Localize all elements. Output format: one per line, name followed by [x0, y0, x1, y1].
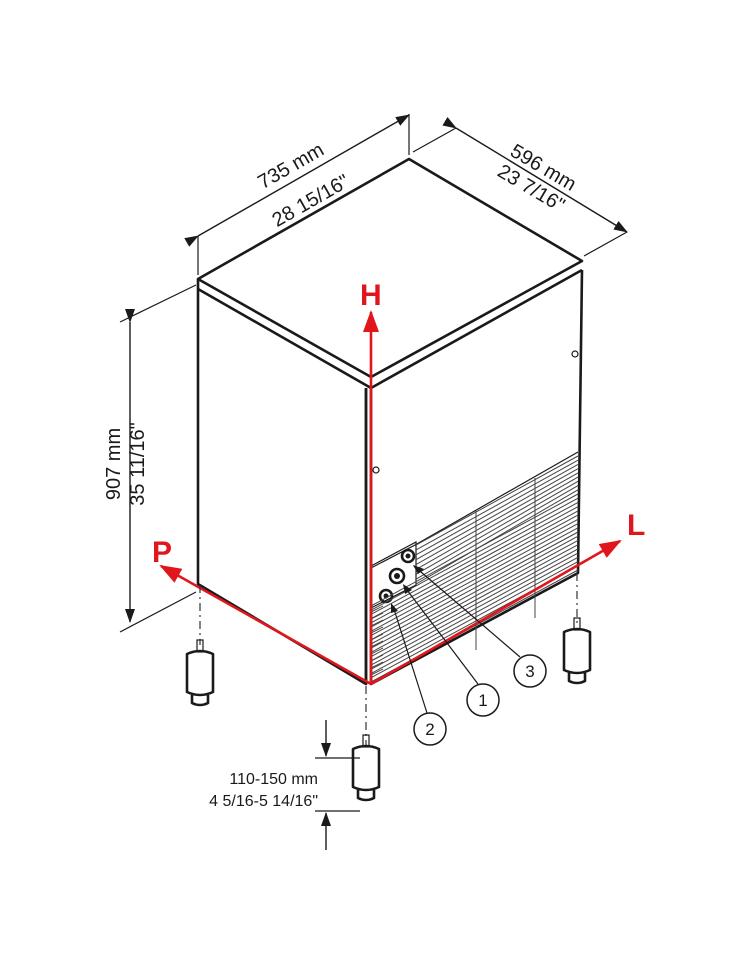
grille-louver [415, 459, 579, 551]
callout-1-label: 1 [478, 691, 487, 710]
connection-panel [370, 541, 417, 609]
callout-1-circle [466, 683, 500, 717]
callout-2-label: 2 [425, 720, 434, 739]
height-inch-label: 35 11/16" [127, 422, 149, 505]
grille-louver [370, 556, 579, 670]
grille-louver [370, 514, 579, 628]
axis-l-label: L [627, 509, 645, 542]
grille-louver [370, 612, 384, 620]
cabinet [196, 157, 584, 686]
grille-louver [370, 527, 579, 641]
screw-hole-right [571, 350, 579, 358]
cabinet-left-face [196, 279, 368, 686]
dimension-feet: 110-150 mm 4 5/16-5 14/16" [209, 720, 360, 850]
grille-louver [370, 647, 384, 655]
grille-louver [370, 668, 384, 676]
grille-louver [415, 455, 579, 546]
connector-3 [400, 548, 416, 564]
axis-p-arrow [159, 564, 372, 686]
height-mm-label: 907 mm [103, 428, 125, 500]
axis-p-label: P [152, 536, 172, 569]
connector-3-inner [405, 553, 411, 559]
grille-louver [415, 464, 579, 556]
foot-right [562, 617, 592, 685]
callout-3-circle [513, 654, 547, 688]
callout-2-circle [413, 712, 447, 746]
grille-louver [370, 535, 579, 649]
screw-hole-front [372, 466, 380, 474]
feet-mm-label: 110-150 mm [229, 771, 318, 788]
grille-louver [370, 531, 579, 645]
grille-louver [370, 626, 384, 634]
foot-front [351, 734, 381, 802]
grille-louver [415, 472, 579, 565]
grille-louver [370, 510, 579, 624]
grille-louver [370, 654, 384, 662]
grille-louver [370, 523, 579, 636]
grille-left-louvers [370, 605, 384, 676]
grille-top-edge [370, 451, 579, 569]
grille-louver [370, 544, 579, 658]
feet [185, 573, 592, 802]
grille-louver [370, 619, 384, 627]
grille-louver [370, 640, 384, 648]
grille-louver [370, 661, 384, 669]
callout-3-label: 3 [525, 662, 534, 681]
feet-inch-label: 4 5/16-5 14/16" [209, 793, 318, 810]
dimension-height: 907 mm 35 11/16" [103, 284, 197, 633]
grille-right-louvers [370, 455, 579, 683]
axis-h-label: H [360, 279, 382, 312]
axes: H L P [152, 279, 645, 686]
cabinet-top-lip [197, 268, 583, 390]
grille-louver [370, 548, 579, 662]
grille-louver [415, 485, 579, 580]
grille-louver [370, 502, 579, 615]
axis-l-arrow [370, 539, 622, 686]
grille-louver [370, 506, 579, 620]
grille-louver [415, 476, 579, 570]
foot-left [185, 639, 215, 707]
grille-louver [370, 540, 579, 653]
dimension-width: 735 mm 28 15/16" [184, 114, 410, 275]
grille-louver [370, 605, 384, 613]
grille-louver [415, 480, 579, 575]
grille-louver [415, 468, 579, 561]
connector-1-inner [394, 573, 400, 579]
dimension-depth: 596 mm 23 7/16" [412, 116, 628, 257]
callouts: 3 1 2 [391, 565, 547, 746]
grille-louver [370, 633, 384, 641]
grille-louver [370, 518, 579, 632]
connector-1 [388, 567, 406, 585]
grille-louver [415, 489, 579, 585]
